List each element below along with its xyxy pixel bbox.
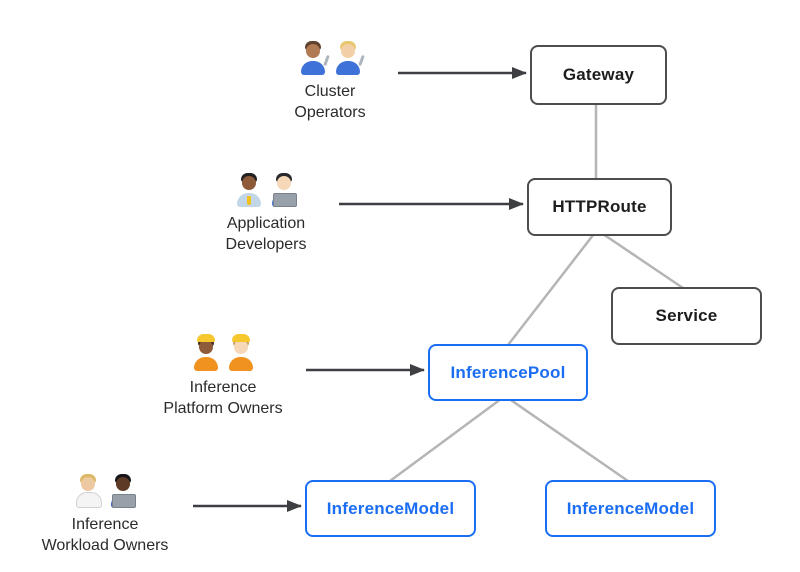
persona-label: Inference Workload Owners (20, 514, 190, 556)
application-developers-emoji-icon (181, 166, 351, 208)
man-mechanic-icon (298, 36, 330, 76)
persona-application-developers: Application Developers (181, 166, 351, 255)
node-gateway: Gateway (530, 45, 667, 105)
persona-inference-platform-owners: Inference Platform Owners (138, 330, 308, 419)
persona-label-line: Cluster (304, 83, 356, 100)
cluster-operators-emoji-icon (245, 34, 415, 76)
node-inferencepool: InferencePool (428, 344, 588, 401)
woman-technologist-icon (269, 168, 299, 208)
node-service: Service (611, 287, 762, 345)
woman-mechanic-icon (333, 36, 365, 76)
edge-inferencepool-inferencemodel-right (504, 394, 629, 483)
node-httproute: HTTPRoute (527, 178, 672, 236)
woman-construction-worker-icon (191, 332, 221, 372)
persona-label-line: Platform Owners (163, 400, 283, 417)
persona-label-line: Inference (189, 379, 257, 396)
node-inferencemodel-left: InferenceModel (305, 480, 476, 537)
man-office-worker-icon (234, 168, 264, 208)
persona-cluster-operators: Cluster Operators (245, 34, 415, 123)
persona-label-line: Inference (71, 516, 139, 533)
persona-label: Inference Platform Owners (138, 377, 308, 419)
edge-httproute-inferencepool (507, 229, 598, 346)
persona-label: Cluster Operators (245, 81, 415, 123)
man-construction-worker-icon (226, 332, 256, 372)
edge-httproute-service (596, 228, 684, 290)
person-white-coat-icon (73, 469, 103, 509)
persona-inference-workload-owners: Inference Workload Owners (20, 467, 190, 556)
man-technologist-icon (108, 469, 138, 509)
node-inferencemodel-right: InferenceModel (545, 480, 716, 537)
persona-label: Application Developers (181, 213, 351, 255)
workload-owners-emoji-icon (20, 467, 190, 509)
persona-label-line: Workload Owners (41, 537, 169, 554)
edge-inferencepool-inferencemodel-left (389, 394, 506, 483)
persona-label-line: Operators (294, 104, 366, 121)
persona-label-line: Application (226, 215, 306, 232)
platform-owners-emoji-icon (138, 330, 308, 372)
persona-label-line: Developers (225, 236, 307, 253)
